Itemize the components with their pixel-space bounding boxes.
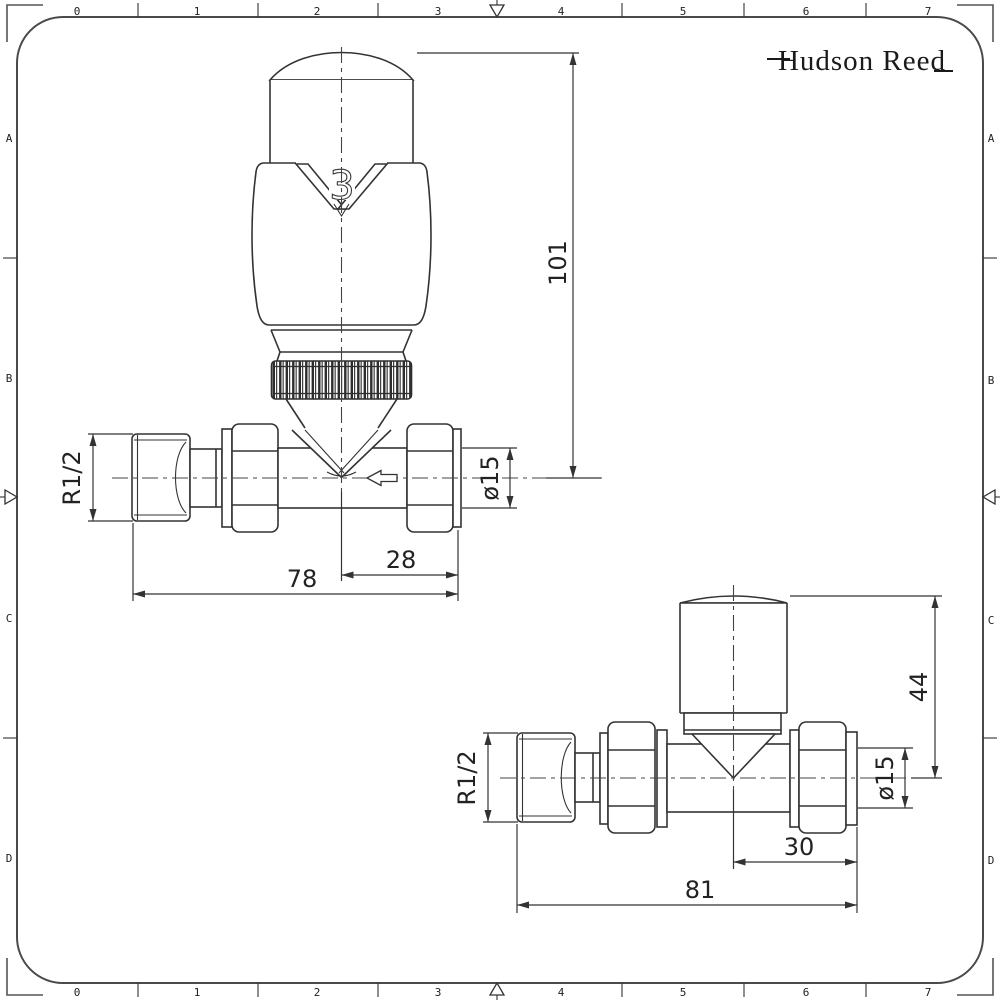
dim-label-center-to-end-bottom: 30 <box>784 833 815 861</box>
brand-logo: Hudson Reed <box>767 45 953 77</box>
center-mark-bottom <box>488 981 506 1000</box>
dim-label-diameter-bottom: ø15 <box>871 755 899 800</box>
manual-head-collar <box>683 712 782 735</box>
frame-border <box>16 16 984 984</box>
trv-notch-chevron <box>333 203 350 218</box>
dim-label-height-top: 101 <box>544 240 572 286</box>
ruler-number: 6 <box>803 986 810 999</box>
ruler-number: 1 <box>194 5 201 18</box>
flow-direction-arrow <box>365 469 398 487</box>
top-ruler: 0 1 2 3 4 5 6 7 <box>74 0 932 19</box>
corner-mark-bottom-right <box>957 958 994 996</box>
dim-label-overall-top: 78 <box>287 565 318 593</box>
row-label: A <box>988 132 995 145</box>
ruler-number: 7 <box>925 5 932 18</box>
dim-label-overall-bottom: 81 <box>685 876 716 904</box>
center-mark-right <box>981 488 1000 506</box>
valve-diagram-manual: 44 ø15 R1/2 30 <box>453 585 942 913</box>
ruler-number: 6 <box>803 5 810 18</box>
right-row-labels: A B C D <box>981 132 1000 867</box>
ruler-number: 7 <box>925 986 932 999</box>
valve-diagram-trv: 3 <box>58 47 602 601</box>
row-label: D <box>6 852 13 865</box>
ruler-number: 4 <box>558 986 565 999</box>
ruler-number: 3 <box>435 986 442 999</box>
ruler-number: 5 <box>680 5 687 18</box>
row-label: C <box>6 612 13 625</box>
dim-label-thread-bottom: R1/2 <box>453 750 481 805</box>
ruler-number: 0 <box>74 986 81 999</box>
ruler-number: 2 <box>314 986 321 999</box>
ruler-number: 1 <box>194 986 201 999</box>
trv-centerlines <box>112 47 602 492</box>
top-ruler-ticks <box>137 3 867 17</box>
row-label: A <box>6 132 13 145</box>
ruler-number: 0 <box>74 5 81 18</box>
center-mark-top <box>488 0 506 19</box>
ruler-number: 5 <box>680 986 687 999</box>
row-label: B <box>988 374 995 387</box>
trv-body <box>131 423 462 533</box>
corner-mark-top-right <box>957 4 994 42</box>
dim-label-height-bottom: 44 <box>905 672 933 703</box>
corner-mark-bottom-left <box>6 958 43 996</box>
row-label: B <box>6 372 13 385</box>
left-row-labels: A B C D <box>0 132 19 865</box>
trv-dimensions: 101 ø15 R1/2 28 <box>58 52 601 601</box>
manual-dimensions: 44 ø15 R1/2 30 <box>453 595 942 913</box>
ruler-number: 3 <box>435 5 442 18</box>
row-label: D <box>988 854 995 867</box>
ruler-number: 4 <box>558 5 565 18</box>
trv-head: 3 <box>251 51 432 429</box>
logo-text: Hudson Reed <box>778 45 946 77</box>
dim-label-center-to-end-top: 28 <box>386 546 417 574</box>
dim-label-diameter-top: ø15 <box>476 455 504 500</box>
ruler-number: 2 <box>314 5 321 18</box>
row-label: C <box>988 614 995 627</box>
dim-label-thread-top: R1/2 <box>58 450 86 505</box>
corner-mark-top-left <box>6 4 43 42</box>
bottom-ruler: 0 1 2 3 4 5 6 7 <box>74 981 932 1000</box>
bottom-ruler-ticks <box>137 983 867 997</box>
manual-centerlines <box>500 585 913 790</box>
center-mark-left <box>0 488 19 506</box>
